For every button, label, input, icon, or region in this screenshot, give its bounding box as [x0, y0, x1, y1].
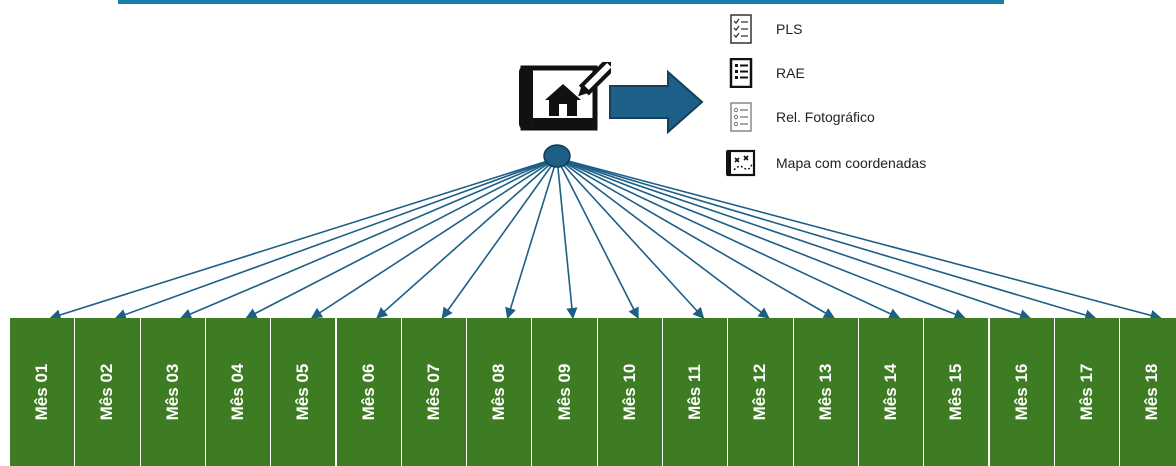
month-box: Mês 11 — [663, 318, 729, 466]
month-label: Mês 11 — [685, 364, 705, 420]
legend-label: PLS — [776, 21, 803, 37]
connector-arrow — [556, 157, 1032, 321]
connector-arrow — [556, 157, 901, 319]
month-box: Mês 08 — [467, 318, 533, 466]
hub-node — [543, 144, 571, 168]
connector-arrow — [180, 157, 558, 320]
month-box: Mês 16 — [989, 318, 1055, 466]
month-box: Mês 01 — [10, 318, 76, 466]
connector-arrow — [556, 157, 836, 319]
month-box: Mês 12 — [728, 318, 794, 466]
month-box: Mês 10 — [597, 318, 663, 466]
legend-label: RAE — [776, 65, 805, 81]
month-label: Mês 16 — [1011, 363, 1031, 421]
month-label: Mês 13 — [815, 363, 835, 421]
connector-arrow — [245, 157, 558, 319]
connector-arrow — [556, 157, 578, 320]
month-box: Mês 06 — [336, 318, 402, 466]
connector-arrow — [556, 157, 966, 320]
top-accent-bar — [118, 0, 1004, 4]
month-box: Mês 05 — [271, 318, 337, 466]
legend-label: Rel. Fotográfico — [776, 109, 875, 125]
map-coordinates-icon — [726, 149, 756, 177]
connector-arrow — [556, 157, 1097, 321]
connector-arrow — [49, 157, 558, 321]
connector-arrow — [441, 157, 558, 319]
month-box: Mês 04 — [205, 318, 272, 466]
month-box: Mês 02 — [75, 318, 141, 466]
month-label: Mês 14 — [881, 363, 901, 421]
month-box: Mês 14 — [858, 318, 925, 466]
month-box: Mês 03 — [140, 318, 206, 466]
month-label: Mês 18 — [1142, 363, 1162, 421]
month-box: Mês 13 — [793, 318, 859, 466]
month-label: Mês 12 — [750, 363, 770, 421]
checklist-icon — [730, 14, 752, 44]
month-box: Mês 09 — [532, 318, 598, 466]
month-label: Mês 08 — [489, 363, 509, 421]
month-label: Mês 01 — [32, 363, 52, 421]
connector-arrow — [310, 157, 558, 319]
month-label: Mês 02 — [97, 363, 117, 421]
connector-arrow — [556, 157, 770, 319]
month-box: Mês 15 — [924, 318, 990, 466]
connector-arrow — [114, 157, 558, 320]
photo-list-icon — [730, 102, 752, 132]
month-label: Mês 17 — [1076, 363, 1096, 421]
month-label: Mês 04 — [228, 363, 248, 421]
connector-arrow — [505, 157, 558, 320]
month-box: Mês 18 — [1120, 318, 1176, 466]
month-box: Mês 17 — [1054, 318, 1121, 466]
house-blueprint-icon — [519, 62, 611, 131]
report-list-icon — [729, 58, 753, 88]
month-label: Mês 09 — [554, 363, 574, 421]
connector-arrow — [556, 157, 1162, 321]
month-label: Mês 07 — [423, 363, 443, 421]
month-label: Mês 03 — [162, 363, 182, 421]
connector-arrow — [556, 157, 639, 319]
month-label: Mês 10 — [619, 363, 639, 421]
right-arrow-icon — [609, 70, 704, 134]
month-label: Mês 06 — [358, 363, 378, 421]
month-label: Mês 15 — [946, 363, 966, 421]
connector-arrow — [376, 157, 558, 319]
month-box: Mês 07 — [401, 318, 468, 466]
connector-arrow — [556, 157, 705, 319]
legend-label: Mapa com coordenadas — [776, 155, 927, 171]
month-label: Mês 05 — [293, 363, 313, 421]
